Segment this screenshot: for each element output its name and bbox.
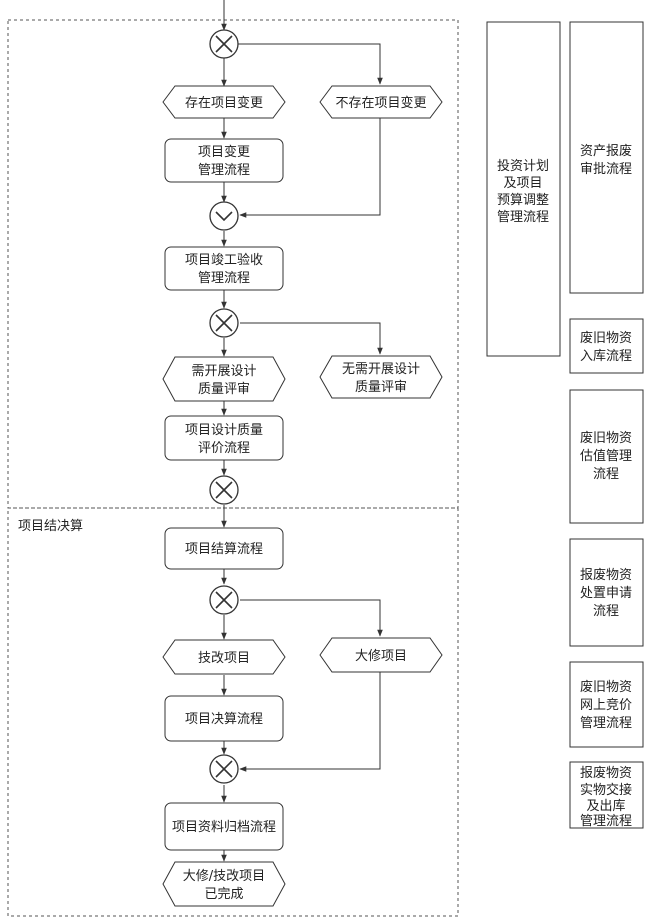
settlement-section-frame xyxy=(7,507,459,917)
side-scrap-handover-outbound-line-2: 实物交接 xyxy=(580,782,632,798)
side-waste-inbound-line-2: 入库流程 xyxy=(580,348,632,364)
event-no-design-review-line-1: 无需开展设计 xyxy=(342,362,420,377)
side-scrap-disposal-apply-box xyxy=(569,538,644,647)
side-scrap-handover-outbound-line-4: 管理流程 xyxy=(580,814,632,829)
side-waste-valuation-line-1: 废旧物资 xyxy=(580,430,632,446)
process-settlement-label: 项目结算流程 xyxy=(185,542,263,557)
side-waste-inbound-line-1: 废旧物资 xyxy=(580,330,632,346)
side-scrap-disposal-apply-line-1: 报废物资 xyxy=(580,567,632,583)
side-scrap-handover-outbound-line-1: 报废物资 xyxy=(580,765,632,781)
side-waste-online-bidding-line-3: 管理流程 xyxy=(580,716,632,731)
event-no-design-review-shape xyxy=(319,355,443,399)
side-waste-online-bidding-line-1: 废旧物资 xyxy=(580,679,632,695)
process-completion-acceptance-line-2: 管理流程 xyxy=(198,271,250,286)
process-final-account-box xyxy=(164,695,284,742)
side-waste-valuation-line-2: 估值管理 xyxy=(580,448,632,464)
event-need-design-review-line-2: 质量评审 xyxy=(198,382,250,397)
side-scrap-handover-outbound-box xyxy=(569,761,644,829)
process-change-mgmt-line-2: 管理流程 xyxy=(198,163,250,178)
event-completed-line-1: 大修/技改项目 xyxy=(183,869,265,884)
side-scrap-disposal-apply-line-2: 处置申请 xyxy=(580,586,632,601)
side-asset-scrap-approval-box xyxy=(569,21,644,294)
side-asset-scrap-approval-line-1: 资产报废 xyxy=(580,143,632,159)
event-has-change-shape xyxy=(162,85,286,119)
gateway-merge-1 xyxy=(209,201,239,231)
event-no-change-shape xyxy=(319,85,443,119)
process-change-mgmt-box xyxy=(164,138,284,183)
process-archive-box xyxy=(164,802,284,851)
gateway-xor-4 xyxy=(209,585,239,615)
side-investment-plan-box xyxy=(486,21,561,357)
process-change-mgmt-line-1: 项目变更 xyxy=(198,144,250,160)
side-scrap-handover-outbound-line-3: 及出库 xyxy=(586,798,625,814)
side-investment-plan-line-4: 管理流程 xyxy=(497,210,549,225)
event-no-design-review-line-2: 质量评审 xyxy=(355,380,407,395)
side-scrap-disposal-apply-line-3: 流程 xyxy=(593,604,619,619)
event-need-design-review-shape xyxy=(162,356,286,402)
event-tech-renovation-label: 技改项目 xyxy=(198,651,250,666)
gateway-xor-1 xyxy=(209,29,239,59)
event-need-design-review-line-1: 需开展设计 xyxy=(191,364,256,379)
event-has-change-label: 存在项目变更 xyxy=(185,95,263,111)
event-major-repair-shape xyxy=(319,637,443,673)
side-investment-plan-line-2: 及项目 xyxy=(503,176,542,191)
process-archive-label: 项目资料归档流程 xyxy=(172,820,276,835)
design-section-frame xyxy=(7,19,459,509)
process-final-account-label: 项目决算流程 xyxy=(185,712,263,727)
side-waste-valuation-line-3: 流程 xyxy=(593,467,619,482)
settlement-section-label: 项目结决算 xyxy=(18,519,83,534)
side-asset-scrap-approval-line-2: 审批流程 xyxy=(580,162,632,177)
event-major-repair-label: 大修项目 xyxy=(355,649,407,664)
side-investment-plan-line-1: 投资计划 xyxy=(497,158,549,174)
side-waste-online-bidding-box xyxy=(569,661,644,748)
event-no-change-label: 不存在项目变更 xyxy=(335,95,426,111)
process-design-quality-eval-line-2: 评价流程 xyxy=(198,441,250,456)
gateway-xor-5 xyxy=(209,754,239,784)
process-completion-acceptance-box xyxy=(164,246,284,291)
gateway-xor-2 xyxy=(209,308,239,338)
process-design-quality-eval-line-1: 项目设计质量 xyxy=(185,423,263,438)
event-completed-line-2: 已完成 xyxy=(204,887,243,902)
event-tech-renovation-shape xyxy=(162,639,286,675)
side-waste-inbound-box xyxy=(569,318,644,374)
process-completion-acceptance-line-1: 项目竣工验收 xyxy=(185,252,263,268)
side-waste-valuation-box xyxy=(569,389,644,524)
side-waste-online-bidding-line-2: 网上竞价 xyxy=(580,697,632,713)
event-completed-shape xyxy=(162,861,286,907)
process-design-quality-eval-box xyxy=(164,415,284,461)
connectors xyxy=(221,0,383,862)
side-investment-plan-line-3: 预算调整 xyxy=(497,193,549,208)
gateway-xor-3 xyxy=(209,475,239,505)
process-settlement-box xyxy=(164,527,284,570)
